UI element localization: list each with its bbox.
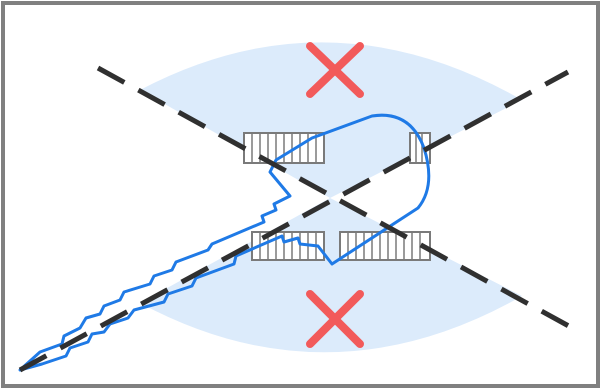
x-mark-icon: [306, 42, 364, 98]
restricted-zone-bottom: [140, 198, 522, 353]
x-mark-icon: [306, 290, 364, 348]
dashed-line-ascending: [18, 69, 570, 373]
ward-block-bottom-right: [339, 231, 431, 261]
restricted-zone-top: [140, 42, 522, 198]
